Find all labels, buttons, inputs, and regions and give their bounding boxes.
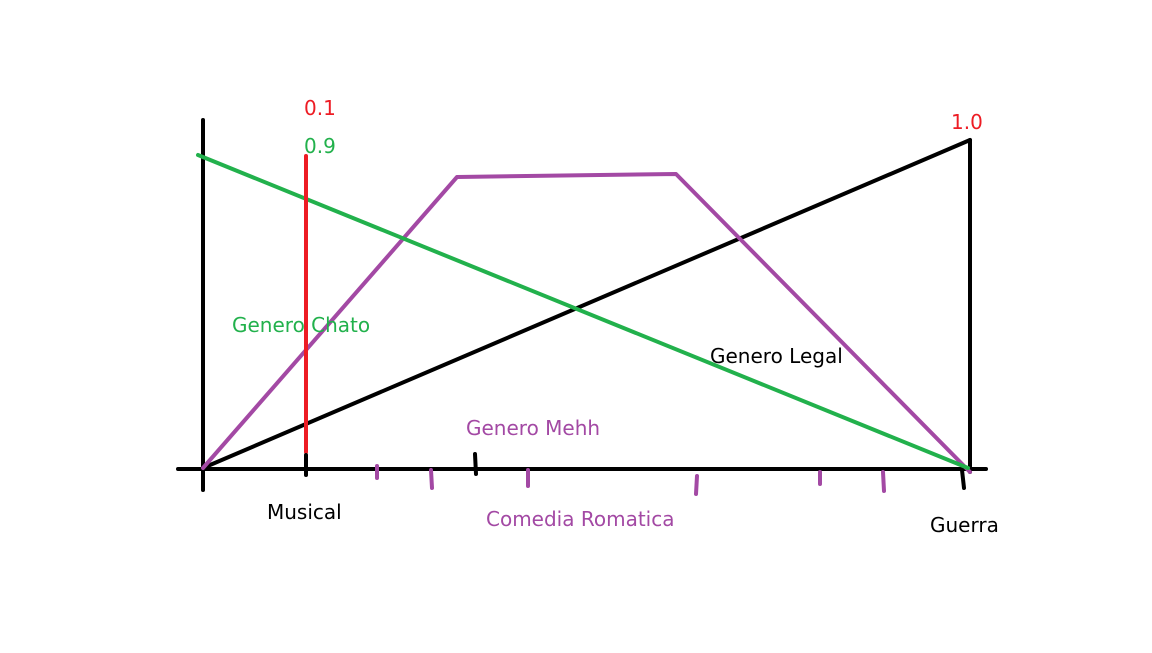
genero-chato-line xyxy=(196,153,970,470)
genero-mehh-label: Genero Mehh xyxy=(466,416,601,440)
genero-legal-line xyxy=(201,138,972,470)
musical-label: Musical xyxy=(267,500,342,524)
top-value-label: 1.0 xyxy=(951,110,983,134)
red-value-label: 0.1 xyxy=(304,96,336,120)
green-value-label: 0.9 xyxy=(304,134,336,158)
purple-tick xyxy=(694,474,699,496)
guerra-label: Guerra xyxy=(930,513,999,537)
guerra-tick xyxy=(960,468,966,490)
axis-tick xyxy=(473,452,478,476)
genero-legal-label: Genero Legal xyxy=(710,344,843,368)
genero-mehh-trapezoid xyxy=(201,172,972,474)
genero-chato-label: Genero Chato xyxy=(232,313,371,337)
purple-tick xyxy=(429,468,434,490)
comedia-label: Comedia Romatica xyxy=(486,507,675,531)
purple-tick xyxy=(881,470,886,493)
